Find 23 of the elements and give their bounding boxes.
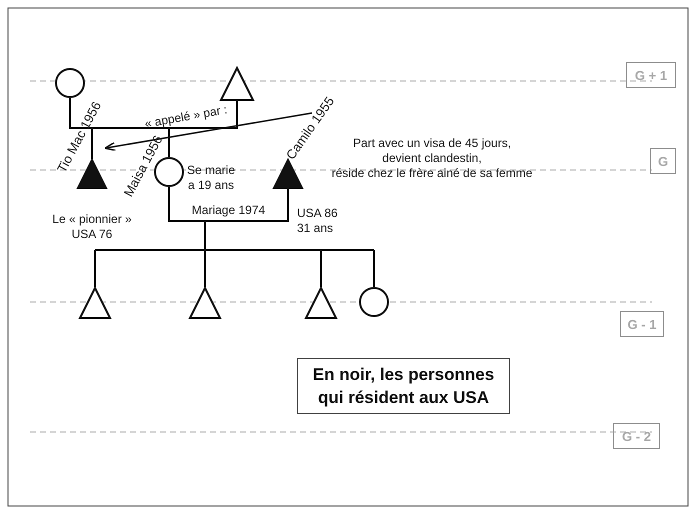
generation-label: G + 1 bbox=[626, 62, 676, 88]
descent-line bbox=[204, 221, 206, 250]
descent-line bbox=[168, 128, 170, 157]
descent-line bbox=[94, 250, 96, 287]
descent-line bbox=[373, 250, 375, 287]
generation-label: G bbox=[650, 148, 676, 174]
note-text: USA 86 31 ans bbox=[297, 206, 338, 236]
note-text: Se marie a 19 ans bbox=[186, 163, 236, 193]
descent-line bbox=[91, 128, 93, 159]
person-name: Tio Mac 1956 bbox=[54, 98, 104, 176]
legend-note: En noir, les personnes qui résident aux USA bbox=[297, 358, 510, 414]
note-text: Part avec un visa de 45 jours, devient clandestin, réside chez le frère ainé de sa femme bbox=[332, 136, 532, 181]
descent-line bbox=[320, 250, 322, 287]
sibling-line bbox=[95, 249, 374, 251]
note-text: Le « pionnier » USA 76 bbox=[52, 212, 132, 242]
descent-line bbox=[204, 250, 206, 287]
edge-label: Mariage 1974 bbox=[192, 203, 266, 218]
arrow bbox=[104, 112, 312, 152]
edge-label: « appelé » par : bbox=[144, 102, 228, 132]
marriage-line bbox=[168, 187, 289, 222]
marriage-line bbox=[69, 98, 238, 129]
generation-label: G - 1 bbox=[620, 311, 664, 337]
generation-label: G - 2 bbox=[613, 423, 660, 449]
